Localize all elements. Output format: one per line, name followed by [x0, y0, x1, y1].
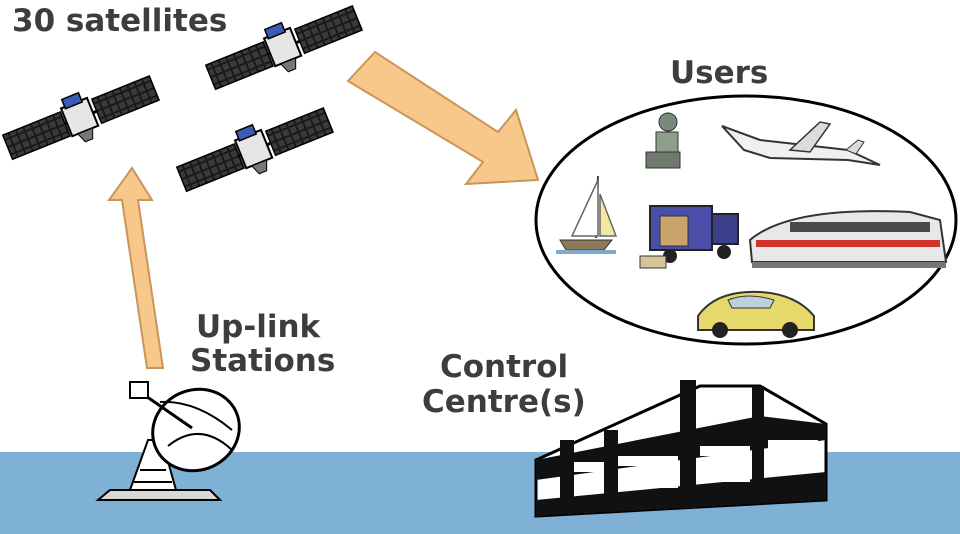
uplink-label-line2: Stations — [190, 343, 336, 379]
hiker-icon — [645, 112, 681, 169]
airplane-icon — [721, 121, 881, 166]
satellites-label: 30 satellites — [12, 3, 228, 39]
satellite-icon — [0, 64, 165, 171]
users-label: Users — [670, 55, 769, 91]
car-icon — [697, 290, 815, 338]
control-building-icon — [534, 380, 828, 518]
downlink-arrow — [346, 50, 540, 186]
uplink-label-line1: Up-link — [196, 309, 321, 345]
train-icon — [748, 210, 948, 268]
control-centre-label-line1: Control — [440, 349, 569, 385]
delivery-truck-icon — [639, 205, 739, 269]
sailboat-icon — [556, 175, 618, 254]
uplink-arrow — [107, 166, 165, 369]
satellite-dish-icon — [95, 381, 241, 501]
control-centre-label-line2: Centre(s) — [422, 384, 586, 420]
satellite-icon — [171, 96, 339, 203]
